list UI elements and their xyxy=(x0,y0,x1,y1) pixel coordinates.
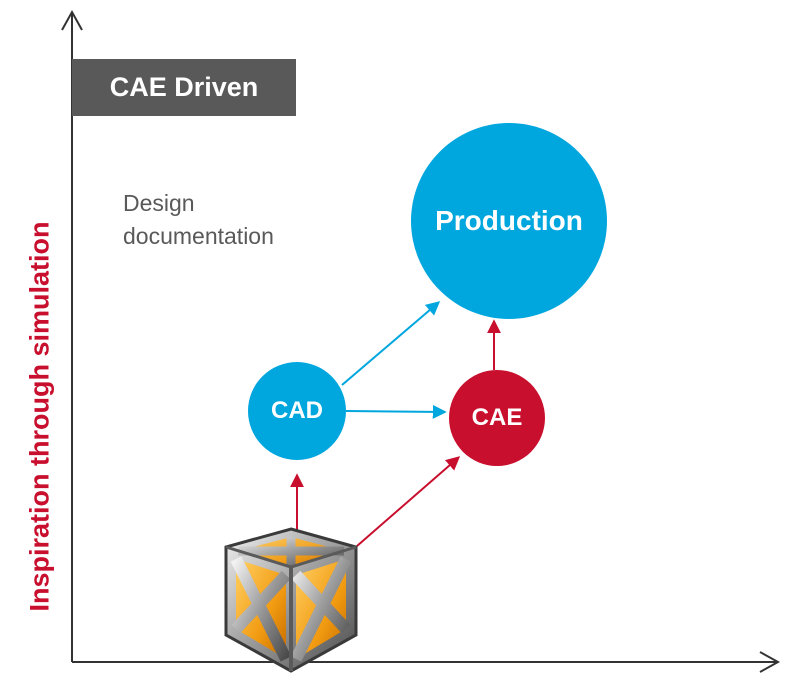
annotation-line-2: documentation xyxy=(123,223,274,249)
title-badge: CAE Driven xyxy=(72,59,296,116)
production-node-label: Production xyxy=(435,205,583,236)
y-axis-label-container: Inspiration through simulation xyxy=(10,170,70,662)
arrow-cad-to-cae xyxy=(345,404,447,419)
cae-node-label: CAE xyxy=(471,404,523,431)
cad-node-label: CAD xyxy=(271,397,323,424)
cube-logo-icon xyxy=(224,527,358,673)
annotation-line-1: Design xyxy=(123,190,195,216)
design-documentation-label: Design documentation xyxy=(123,187,274,253)
y-axis-label: Inspiration through simulation xyxy=(24,221,55,611)
cad-node: CAD xyxy=(248,362,346,460)
production-node: Production xyxy=(411,123,607,319)
arrow-logo-to-cae xyxy=(356,456,461,547)
cae-node: CAE xyxy=(449,370,545,466)
arrow-cad-to-production xyxy=(341,301,441,386)
x-axis xyxy=(72,651,781,673)
y-axis xyxy=(61,9,83,662)
